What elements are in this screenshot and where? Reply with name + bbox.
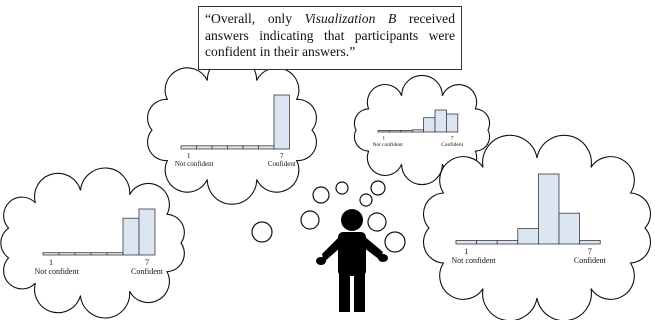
bar-7	[138, 208, 156, 256]
bar-5	[423, 117, 436, 133]
bar-4	[411, 129, 425, 133]
quote-text-start: “Overall, only	[205, 11, 305, 26]
bar-2	[476, 240, 498, 245]
tick-left-number: 1	[49, 258, 53, 267]
thought-bubble	[370, 180, 386, 196]
quote-box: “Overall, only Visualization B received …	[198, 6, 462, 70]
thought-bubble	[312, 186, 330, 204]
thought-cloud-bottom-left	[0, 167, 185, 319]
thought-bubble	[359, 193, 373, 207]
thought-bubble	[251, 221, 273, 243]
bar-1	[455, 240, 478, 245]
bar-1	[180, 145, 197, 150]
bar-4	[517, 228, 539, 245]
bar-7	[445, 113, 459, 133]
thought-bubble	[367, 212, 387, 232]
bar-3	[211, 145, 228, 150]
tick-right-number: 7	[145, 258, 149, 267]
tick-left-number: 1	[464, 247, 468, 256]
bar-1	[377, 130, 390, 133]
thought-cloud-top-left	[147, 55, 317, 205]
thought-cloud-bottom-right	[422, 134, 652, 320]
thought-bubble	[335, 181, 349, 195]
tick-left-label: Not confident	[372, 141, 403, 148]
bar-4	[90, 252, 108, 256]
tick-right-number: 7	[588, 247, 592, 256]
person-shrugging-icon	[316, 209, 388, 312]
bar-1	[42, 252, 60, 256]
bar-6	[122, 217, 140, 256]
tick-right-number: 7	[451, 136, 454, 142]
tick-left-label: Not confident	[34, 267, 79, 276]
thought-bubble	[384, 231, 406, 253]
bar-5	[106, 252, 124, 256]
bar-6	[434, 109, 447, 133]
bar-6	[558, 212, 581, 245]
thought-bubbles	[251, 180, 406, 253]
tick-right-label: Confident	[131, 267, 164, 276]
tick-left-number: 1	[382, 136, 385, 142]
tick-left-number: 1	[187, 152, 191, 160]
bar-3	[496, 240, 519, 245]
tick-right-number: 7	[280, 152, 284, 160]
bar-3	[74, 252, 92, 256]
bar-5	[538, 173, 560, 245]
tick-left-label: Not confident	[451, 256, 496, 265]
bar-2	[388, 130, 402, 133]
bar-6	[258, 145, 275, 150]
tick-right-label: Confident	[574, 256, 607, 265]
tick-right-label: Confident	[268, 160, 296, 168]
bar-7	[579, 240, 601, 245]
thought-bubble	[300, 210, 320, 230]
bar-4	[227, 145, 244, 150]
bar-3	[400, 130, 413, 133]
bar-5	[242, 145, 259, 150]
bar-2	[58, 252, 76, 256]
quote-emphasis: Visualization B	[304, 11, 397, 26]
tick-right-label: Confident	[441, 141, 463, 148]
tick-left-label: Not confident	[175, 160, 214, 168]
bar-7	[273, 94, 290, 150]
bar-2	[196, 145, 213, 150]
quote-text-end: received answers indicating that partici…	[205, 11, 455, 60]
